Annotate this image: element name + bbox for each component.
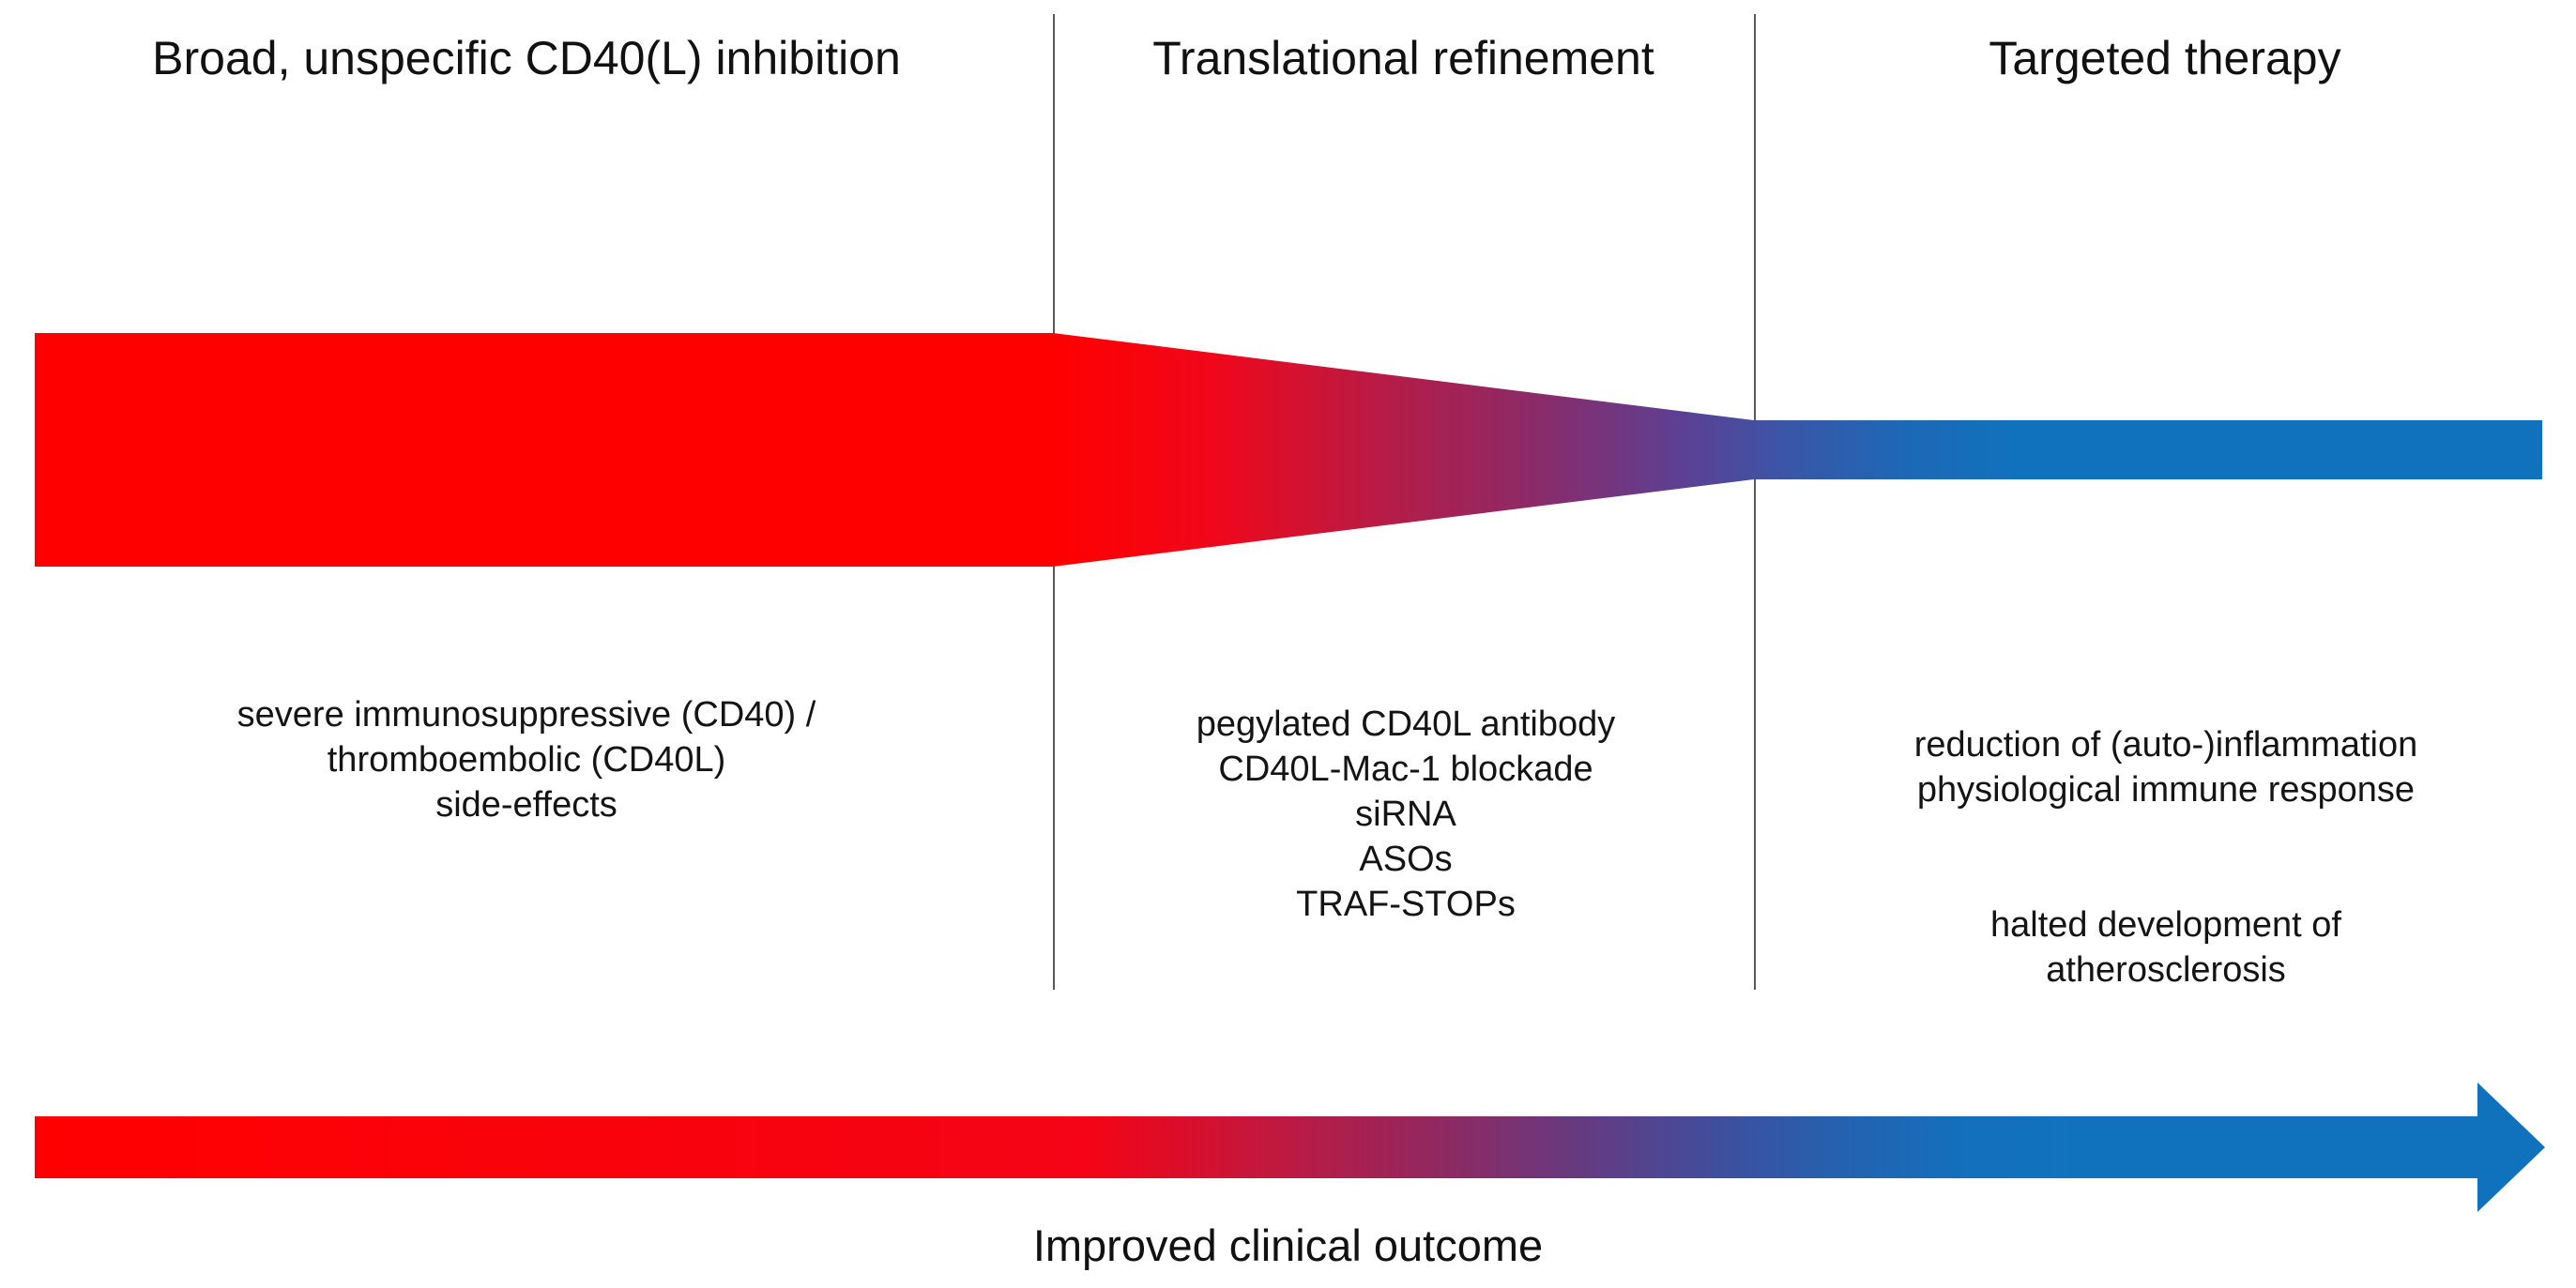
phase-body-targeted-therapy: reduction of (auto-)inflammation physiol…	[1764, 677, 2568, 993]
phase-header-translational-refinement: Translational refinement	[1152, 32, 1654, 84]
phase-body-targeted-therapy-bottom: halted development of atherosclerosis	[1990, 905, 2341, 990]
phase-body-translational-refinement: pegylated CD40L antibody CD40L-Mac-1 blo…	[1196, 705, 1616, 924]
column-divider-2	[1754, 14, 1756, 990]
outcome-caption: Improved clinical outcome	[1032, 1220, 1544, 1270]
funnel-shape	[35, 333, 2542, 567]
paragraph-spacer	[1764, 812, 2568, 857]
phase-body-targeted-therapy-top: reduction of (auto-)inflammation physiol…	[1913, 725, 2418, 810]
improved-outcome-arrow	[35, 1083, 2545, 1212]
column-divider-1	[1053, 14, 1055, 990]
phase-body-broad-inhibition: severe immunosuppressive (CD40) / thromb…	[236, 695, 816, 825]
phase-header-targeted-therapy: Targeted therapy	[1989, 32, 2341, 84]
outcome-arrow-shape	[35, 1083, 2545, 1212]
phase-header-broad-inhibition: Broad, unspecific CD40(L) inhibition	[152, 32, 901, 84]
